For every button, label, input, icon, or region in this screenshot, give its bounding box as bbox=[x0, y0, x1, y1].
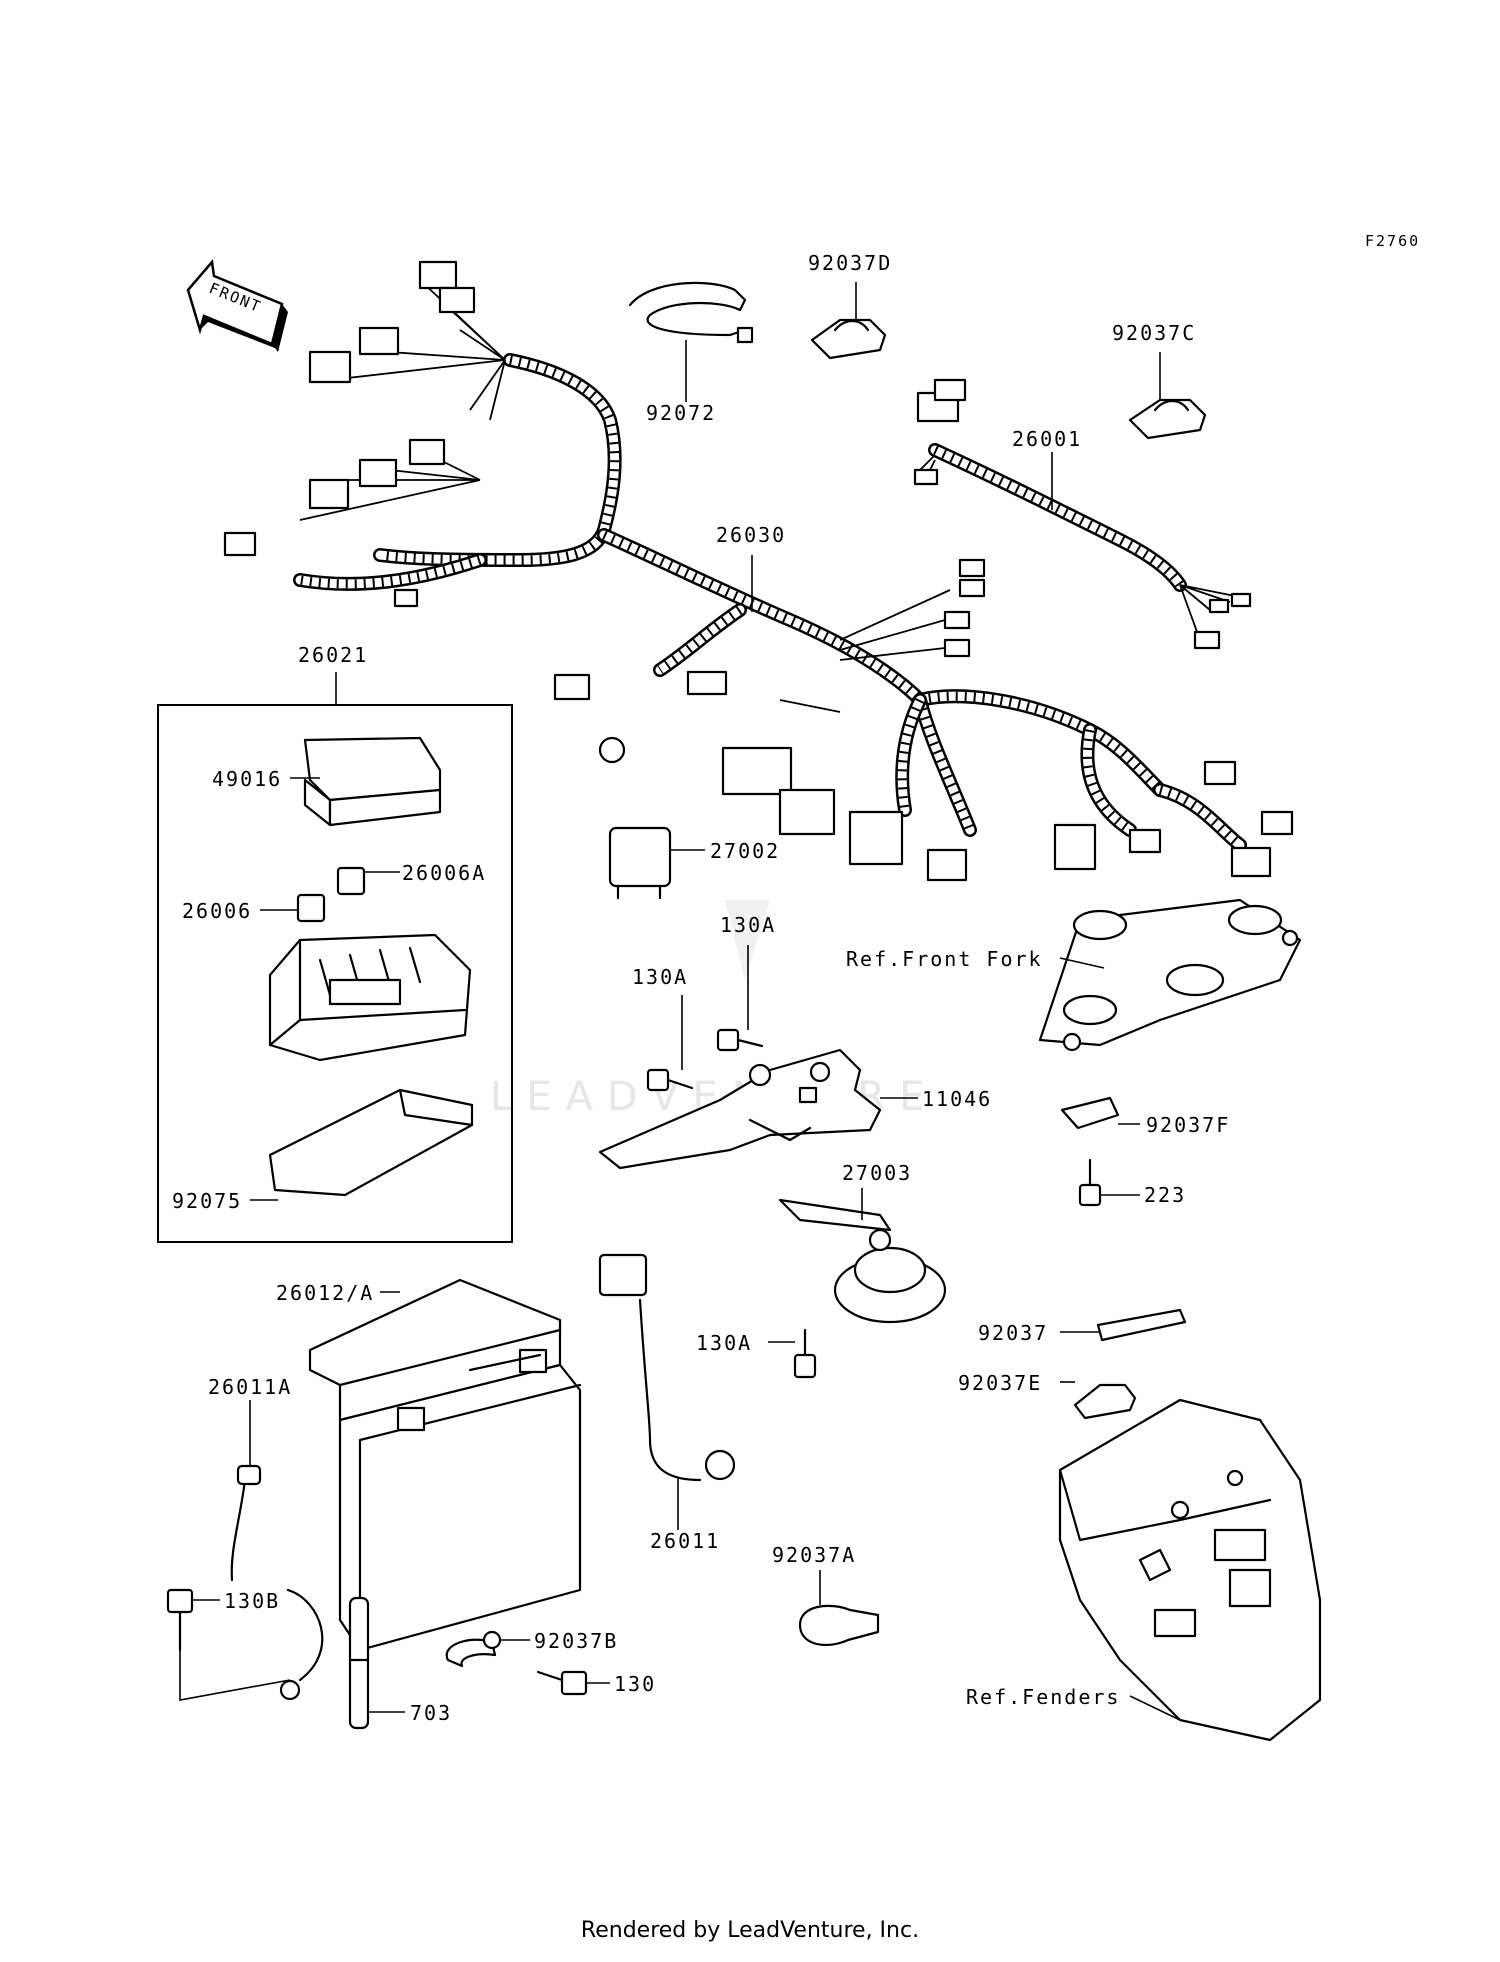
label-26006: 26006 bbox=[182, 899, 252, 923]
bolt-130A-upper bbox=[716, 1028, 764, 1052]
label-27003: 27003 bbox=[842, 1161, 912, 1185]
battery-26012A bbox=[308, 1278, 582, 1652]
label-130A-upper: 130A bbox=[720, 913, 776, 937]
cable-26011 bbox=[598, 1253, 736, 1482]
label-130A-lower: 130A bbox=[696, 1331, 752, 1355]
relay-27002 bbox=[608, 826, 672, 900]
clamp-92037C bbox=[1128, 398, 1207, 440]
label-26030: 26030 bbox=[716, 523, 786, 547]
front-arrow-icon: FRONT bbox=[186, 259, 288, 352]
label-ref-front-fork: Ref.Front Fork bbox=[846, 947, 1043, 971]
bolt-130A-left bbox=[646, 1068, 694, 1092]
clamp-92037D bbox=[810, 318, 887, 360]
sub-harness-26001 bbox=[913, 378, 1252, 650]
tie-strap-92072 bbox=[628, 281, 754, 344]
label-92037B: 92037B bbox=[534, 1629, 618, 1653]
label-92075: 92075 bbox=[172, 1189, 242, 1213]
label-26001: 26001 bbox=[1012, 427, 1082, 451]
screw-223 bbox=[1078, 1158, 1102, 1207]
label-223: 223 bbox=[1144, 1183, 1186, 1207]
junction-box-group-26021 bbox=[157, 704, 513, 1243]
label-ref-fenders: Ref.Fenders bbox=[966, 1685, 1120, 1709]
label-26011A: 26011A bbox=[208, 1375, 292, 1399]
cable-26011A bbox=[230, 1464, 324, 1701]
clamp-92037A bbox=[798, 1604, 880, 1647]
label-92072: 92072 bbox=[646, 401, 716, 425]
band-92037 bbox=[1096, 1308, 1187, 1342]
label-26006A: 26006A bbox=[402, 861, 486, 885]
label-92037A: 92037A bbox=[772, 1543, 856, 1567]
label-92037F: 92037F bbox=[1146, 1113, 1230, 1137]
label-26021: 26021 bbox=[298, 643, 368, 667]
clamp-92037B bbox=[445, 1630, 502, 1668]
label-92037: 92037 bbox=[978, 1321, 1048, 1345]
label-130A-left: 130A bbox=[632, 965, 688, 989]
label-130B: 130B bbox=[224, 1589, 280, 1613]
main-harness-26030 bbox=[223, 260, 1294, 882]
label-92037E: 92037E bbox=[958, 1371, 1042, 1395]
bolt-130B bbox=[166, 1588, 291, 1701]
clip-92037F bbox=[1060, 1096, 1120, 1130]
bolt-130 bbox=[536, 1670, 588, 1696]
label-11046: 11046 bbox=[922, 1087, 992, 1111]
horn-27003 bbox=[778, 1198, 947, 1324]
leader-lines bbox=[192, 282, 1181, 1721]
label-92037D: 92037D bbox=[808, 251, 892, 275]
figure-code: F2760 bbox=[1365, 232, 1420, 250]
front-fork-bracket bbox=[1038, 898, 1302, 1052]
tube-703 bbox=[348, 1596, 370, 1730]
label-26011: 26011 bbox=[650, 1529, 720, 1553]
label-27002: 27002 bbox=[710, 839, 780, 863]
callout-labels: 92037D 92072 92037C 26001 26030 26021 49… bbox=[172, 251, 1230, 1725]
rear-fender bbox=[1058, 1398, 1322, 1742]
label-703: 703 bbox=[410, 1701, 452, 1725]
label-92037C: 92037C bbox=[1112, 321, 1196, 345]
footer-credit: Rendered by LeadVenture, Inc. bbox=[580, 1918, 920, 1943]
bracket-11046 bbox=[598, 1048, 882, 1170]
label-26012A: 26012/A bbox=[276, 1281, 374, 1305]
label-130: 130 bbox=[614, 1672, 656, 1696]
label-49016: 49016 bbox=[212, 767, 282, 791]
watermark-logo bbox=[725, 900, 770, 980]
bolt-130A-lower bbox=[793, 1328, 817, 1379]
clip-92037E bbox=[1073, 1383, 1137, 1420]
